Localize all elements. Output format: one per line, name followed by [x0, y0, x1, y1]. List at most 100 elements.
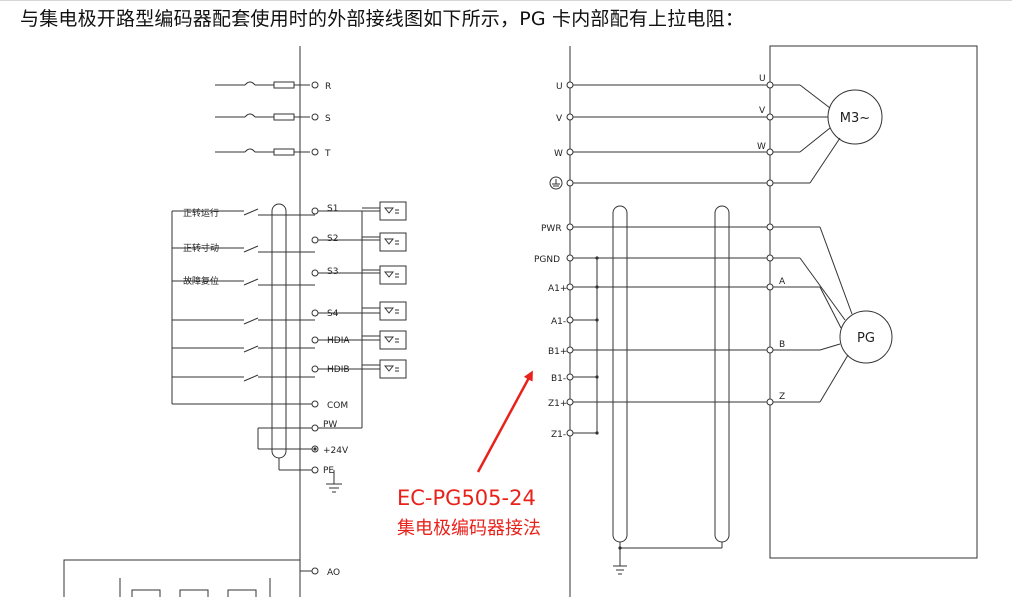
terminal-label-s1: S1 [327, 204, 338, 214]
terminal-dot [311, 365, 319, 373]
static-structure [63, 45, 978, 597]
terminal-dot [566, 316, 574, 324]
terminal-dot [311, 400, 319, 408]
terminal-label-pw: PW [323, 420, 337, 430]
output-label-u: U [556, 82, 563, 92]
top-divider [0, 0, 1012, 1]
pg-terminal-labels: PWR PGND A1+ A1- B1+ B1- Z1+ Z1- [534, 224, 567, 440]
annotation-arrow [476, 370, 533, 473]
annotation-subtitle: 集电极编码器接法 [397, 518, 541, 539]
terminal-dot [311, 236, 319, 244]
output-label-w: W [554, 149, 563, 159]
terminal-label-pe: PE [323, 466, 334, 476]
terminal-dot [766, 283, 774, 291]
terminal-label-hdib: HDIB [327, 365, 350, 375]
junction-dot [313, 447, 317, 451]
encoder-channel-b: B [779, 340, 785, 350]
pg-terminal-b1p: B1+ [548, 347, 567, 357]
terminal-dot [311, 81, 319, 89]
terminal-dot [766, 254, 774, 262]
motor-label: M3~ [840, 111, 870, 126]
page-heading: 与集电极开路型编码器配套使用时的外部接线图如下所示，PG 卡内部配有上拉电阻： [20, 8, 745, 30]
terminal-label-ao: AO [327, 568, 340, 578]
terminal-dot [311, 336, 319, 344]
motor-terminal-v: V [759, 106, 766, 116]
pg-terminal-z1m: Z1- [551, 430, 566, 440]
motor-output-wiring [570, 84, 841, 184]
switch-labels: 正转运行 正转寸动 故障复位 [183, 207, 219, 287]
power-input-labels: R S T [324, 82, 331, 159]
annotation-title: EC-PG505-24 [397, 486, 536, 510]
switch-label-forward-jog: 正转寸动 [183, 242, 219, 254]
terminal-label-s2: S2 [327, 234, 338, 244]
power-label-t: T [324, 149, 331, 159]
encoder-channel-a: A [779, 277, 786, 287]
terminal-dot [566, 113, 574, 121]
terminal-dot [566, 398, 574, 406]
terminal-dot [311, 269, 319, 277]
pg-terminal-a1m: A1- [551, 317, 566, 327]
terminal-dot [566, 254, 574, 262]
earth-symbol [549, 176, 563, 190]
device-frame [769, 45, 978, 559]
power-label-s: S [325, 114, 331, 124]
terminal-label-s4: S4 [327, 309, 339, 319]
encoder-channel-z: Z [779, 392, 785, 402]
encoder-label: PG [857, 331, 875, 346]
terminal-dot [766, 148, 774, 156]
terminal-dot [566, 373, 574, 381]
motor-terminal-labels: U V W [757, 74, 766, 152]
junction-dot [595, 285, 599, 289]
pg-terminal-pgnd: PGND [534, 255, 560, 265]
encoder-circle [839, 310, 893, 364]
output-terminal-labels: U V W [554, 82, 563, 159]
motor-circle [827, 89, 883, 145]
motor-terminal-w: W [757, 142, 766, 152]
junction-dot [595, 431, 599, 435]
terminal-dot [766, 81, 774, 89]
terminal-dot [766, 346, 774, 354]
terminal-dots [311, 81, 774, 575]
terminal-dot [311, 466, 319, 474]
pg-terminal-pwr: PWR [541, 224, 562, 234]
junction-dot [595, 256, 599, 260]
power-input-wiring [215, 81, 310, 156]
terminal-dot [566, 429, 574, 437]
control-input-wiring [171, 203, 342, 493]
switch-label-fault-reset: 故障复位 [183, 275, 219, 287]
terminal-dot [566, 81, 574, 89]
motor-terminal-u: U [759, 74, 766, 84]
opto-inputs [315, 201, 407, 429]
terminal-dot [566, 283, 574, 291]
terminal-label-hdia: HDIA [327, 336, 350, 346]
terminal-dot [311, 567, 319, 575]
terminal-dot [566, 223, 574, 231]
power-label-r: R [325, 82, 331, 92]
terminal-label-com: COM [327, 401, 348, 411]
terminal-dot [766, 179, 774, 187]
terminal-label-24v: +24V [323, 446, 349, 456]
junction-dot [618, 546, 622, 550]
terminal-label-s3: S3 [327, 267, 338, 277]
terminal-dot [766, 398, 774, 406]
terminal-dot [566, 148, 574, 156]
terminal-dot [311, 148, 319, 156]
switch-label-forward-run: 正转运行 [183, 207, 219, 219]
junction-dot [595, 318, 599, 322]
pg-wiring [570, 205, 853, 575]
encoder-channel-labels: A B Z [779, 277, 786, 402]
terminal-dot [566, 346, 574, 354]
terminal-dot [766, 113, 774, 121]
output-label-v: V [556, 114, 563, 124]
pg-terminal-b1m: B1- [551, 374, 566, 384]
pg-terminal-z1p: Z1+ [548, 399, 567, 409]
control-terminal-labels: S1 S2 S3 S4 HDIA HDIB COM PW +24V PE AO [323, 204, 350, 578]
analog-output-section [63, 559, 315, 597]
terminal-dot [311, 309, 319, 317]
terminal-dot [766, 223, 774, 231]
junction-dot [595, 375, 599, 379]
terminal-dot [311, 207, 319, 215]
pg-terminal-a1p: A1+ [548, 284, 567, 294]
terminal-dot [311, 424, 319, 432]
